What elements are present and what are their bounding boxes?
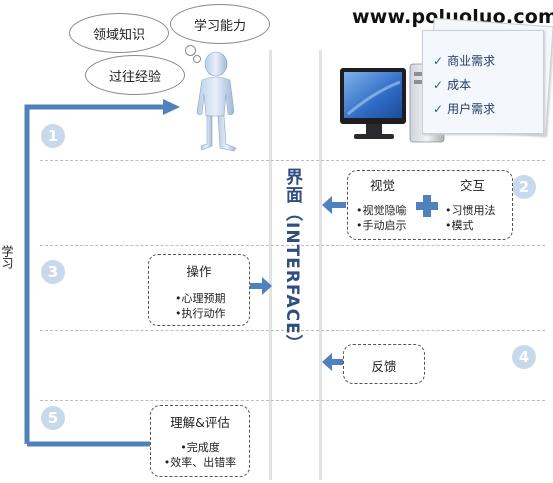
section-divider-3 [40,330,545,331]
requirements-paper: ✓商业需求 ✓成本 ✓用户需求 [422,30,544,134]
arrow-operation-body [250,283,262,289]
operation-title: 操作 [186,264,212,279]
evaluation-item: •完成度 [180,441,220,454]
arrow-feedback-head [322,353,332,371]
check-icon: ✓ [433,102,444,116]
visual-item: •视觉隐喻 [356,204,407,217]
bubble-past-experience: 过往经验 [85,55,185,95]
visual-item: •手动启示 [356,219,407,232]
interaction-item: •模式 [445,219,474,232]
operation-box: 操作 •心理预期 •执行动作 [148,254,250,326]
evaluation-item: •效率、出错率 [163,456,237,469]
requirement-item: ✓商业需求 [433,54,496,68]
requirement-item: ✓用户需求 [433,102,496,116]
user-person-icon [196,51,237,152]
operation-items: •心理预期 •执行动作 [175,291,226,321]
feedback-title: 反馈 [371,359,397,374]
section-divider-2 [40,245,545,246]
arrow-to-interface-body [332,202,346,208]
interaction-title: 交互 [460,178,486,193]
check-icon: ✓ [433,54,444,68]
plus-icon [416,195,438,217]
evaluation-box: 理解&评估 •完成度 •效率、出错率 [150,405,250,477]
interaction-item: •习惯用法 [445,204,496,217]
step-5-badge: 5 [41,406,65,430]
interaction-items: •习惯用法 •模式 [445,203,496,233]
thought-dot-1 [185,45,196,56]
visual-title: 视觉 [370,178,396,193]
bubble-learning-ability: 学习能力 [170,4,270,44]
visual-items: •视觉隐喻 •手动启示 [356,203,407,233]
evaluation-items: •完成度 •效率、出错率 [161,440,239,470]
operation-item: •执行动作 [175,307,226,320]
step-1-badge: 1 [41,124,65,148]
operation-item: •心理预期 [175,292,226,305]
side-label-learning: 学习 [0,245,14,269]
arrow-to-interface-head [322,196,332,214]
right-interface-line [319,50,322,480]
requirement-item: ✓成本 [433,78,472,92]
evaluation-title: 理解&评估 [170,415,230,430]
check-icon: ✓ [433,78,444,92]
section-divider-4 [40,400,545,401]
interface-title: 界面（INTERFACE） [282,168,302,353]
step-2-badge: 2 [512,175,536,199]
left-interface-line [269,50,272,480]
bubble-domain-knowledge: 领域知识 [69,13,169,53]
arrow-feedback-body [332,359,343,365]
feedback-box: 反馈 [343,344,425,384]
step-3-badge: 3 [41,260,65,284]
section-divider-1 [40,160,545,161]
step-4-badge: 4 [512,345,536,369]
thought-dot-2 [193,55,201,63]
arrow-operation-head [262,277,272,295]
